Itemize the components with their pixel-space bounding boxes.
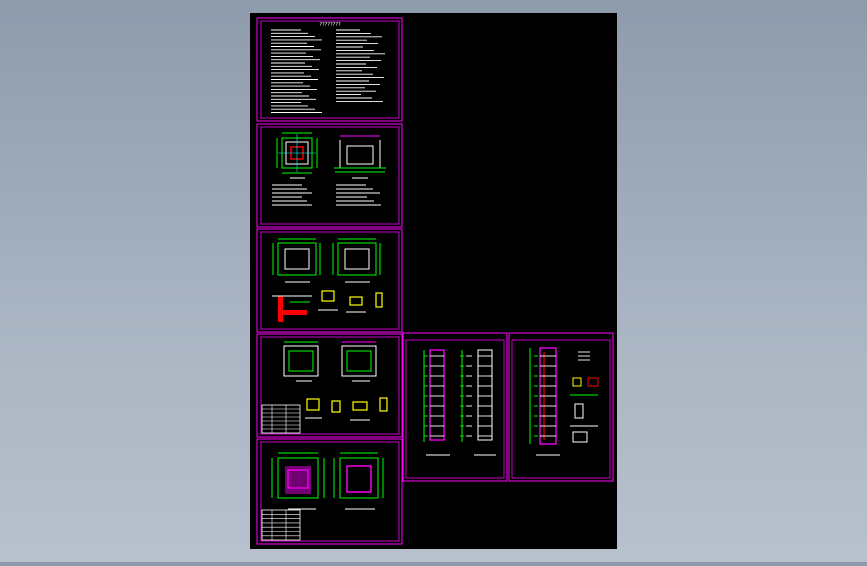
elevation-right-column <box>578 351 590 361</box>
detail-plan-right <box>332 238 381 283</box>
paper-background <box>250 13 617 549</box>
elevation-section-main <box>529 347 560 456</box>
machine-room-plan-right <box>333 452 384 510</box>
sheet-shaft-plans[interactable] <box>256 333 403 438</box>
detail-wall-section <box>272 295 312 322</box>
elevation-middle <box>460 350 472 442</box>
pit-section-view <box>334 135 386 179</box>
machine-room-plan-left <box>271 452 325 510</box>
detail-plan-left <box>272 238 321 283</box>
pit-plan-notes <box>272 184 381 206</box>
notes-text-left <box>271 29 322 113</box>
sheet-elevation-details[interactable] <box>508 332 614 482</box>
sheet-design-notes[interactable] <box>256 17 403 122</box>
shaft-plan-left <box>283 341 319 382</box>
shaft-plan-right <box>341 341 377 382</box>
elevation-detail-cluster <box>570 377 599 443</box>
detail-beam-sections <box>318 290 383 313</box>
sheet-machine-room[interactable] <box>256 438 403 545</box>
sheet-pit-plan[interactable] <box>256 123 403 228</box>
shaft-detail-sections <box>305 397 388 421</box>
sheet-title-text: ???????? <box>319 22 341 28</box>
machine-room-table <box>261 509 301 541</box>
shaft-schedule-table <box>261 404 301 434</box>
notes-text-right <box>336 29 385 102</box>
sheet-pit-details[interactable] <box>256 228 403 333</box>
pit-plan-view <box>276 132 318 179</box>
elevation-right <box>474 349 496 456</box>
sheet-shaft-elevations[interactable] <box>402 332 508 482</box>
elevation-left <box>423 349 450 456</box>
